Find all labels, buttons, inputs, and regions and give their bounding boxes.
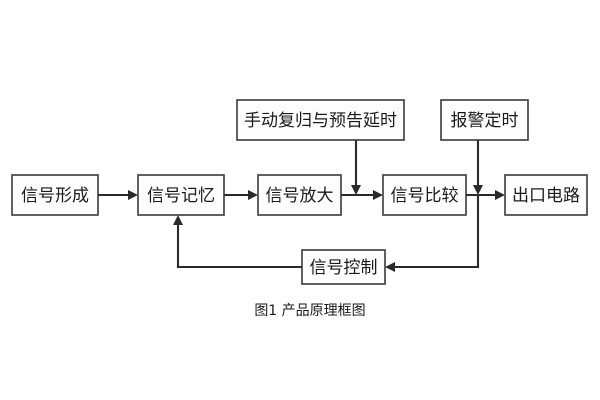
node-signal-compare[interactable]: 信号比较 — [382, 174, 467, 216]
node-signal-formation[interactable]: 信号形成 — [11, 174, 99, 216]
node-signal-control-box[interactable] — [301, 249, 386, 285]
edge-compare-to-output — [464, 190, 505, 200]
node-manual-reset-label: 手动复归与预告延时 — [244, 111, 397, 131]
node-signal-control[interactable]: 信号控制 — [301, 249, 386, 285]
node-signal-memory-label: 信号记忆 — [147, 186, 215, 206]
edge-control-to-memory — [173, 215, 304, 269]
node-alarm-timer[interactable]: 报警定时 — [440, 99, 529, 141]
node-signal-memory[interactable]: 信号记忆 — [137, 174, 225, 216]
node-signal-amplify[interactable]: 信号放大 — [257, 174, 342, 216]
edge-amplify-to-compare — [339, 190, 383, 200]
node-signal-compare-box[interactable] — [382, 174, 467, 216]
node-signal-formation-label: 信号形成 — [21, 186, 89, 206]
edge-manualreset-to-compare — [351, 138, 361, 195]
node-signal-formation-box[interactable] — [11, 174, 99, 216]
node-alarm-timer-label: 报警定时 — [451, 111, 519, 131]
edge-memory-to-amplify — [222, 190, 258, 200]
figure-caption: 图1 产品原理框图 — [254, 303, 365, 319]
node-alarm-timer-box[interactable] — [440, 99, 529, 141]
edge-alarmtimer-to-output — [473, 138, 483, 195]
node-signal-control-label: 信号控制 — [310, 258, 378, 278]
node-signal-amplify-box[interactable] — [257, 174, 342, 216]
connector-layer — [96, 138, 505, 272]
node-signal-amplify-label: 信号放大 — [266, 186, 334, 206]
node-manual-reset-box[interactable] — [236, 99, 405, 141]
node-signal-memory-box[interactable] — [137, 174, 225, 216]
node-output-circuit-box[interactable] — [504, 174, 588, 216]
node-output-circuit-label: 出口电路 — [512, 186, 580, 206]
node-manual-reset[interactable]: 手动复归与预告延时 — [236, 99, 405, 141]
edge-formation-to-memory — [96, 190, 138, 200]
edge-output-to-control — [385, 193, 480, 272]
node-signal-compare-label: 信号比较 — [391, 186, 459, 206]
node-output-circuit[interactable]: 出口电路 — [504, 174, 588, 216]
